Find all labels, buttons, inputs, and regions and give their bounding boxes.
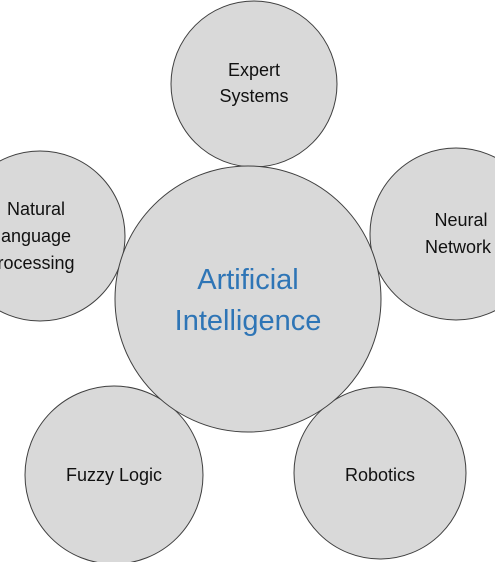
robotics-label: Robotics: [345, 465, 415, 485]
nlp-label-line-3: rocessing: [0, 253, 75, 273]
artificial-intelligence-label-line-2: Intelligence: [175, 305, 322, 337]
artificial-intelligence-circle: [114, 165, 382, 433]
neural-networks-circle: [369, 147, 495, 321]
fuzzy-logic-label: Fuzzy Logic: [66, 465, 162, 485]
node-expert-systems: Expert Systems: [170, 0, 338, 168]
nlp-label-line-1: Natural: [7, 199, 65, 219]
nlp-label-line-2: anguage: [1, 226, 71, 246]
artificial-intelligence-label-line-1: Artificial: [197, 264, 299, 296]
nlp-circle: [0, 150, 126, 322]
node-artificial-intelligence: Artificial Intelligence: [114, 165, 382, 433]
node-robotics: Robotics: [293, 386, 467, 560]
expert-systems-circle: [170, 0, 338, 168]
expert-systems-label-line-1: Expert: [228, 60, 280, 80]
node-fuzzy-logic: Fuzzy Logic: [24, 385, 204, 562]
node-neural-networks: Neural Network: [369, 147, 495, 321]
expert-systems-label-line-2: Systems: [219, 86, 288, 106]
robotics-circle: [293, 386, 467, 560]
fuzzy-logic-circle: [24, 385, 204, 562]
neural-networks-label-line-1: Neural: [434, 210, 487, 230]
neural-networks-label-line-2: Network: [425, 237, 492, 257]
node-natural-language-processing: Natural anguage rocessing: [0, 150, 126, 322]
